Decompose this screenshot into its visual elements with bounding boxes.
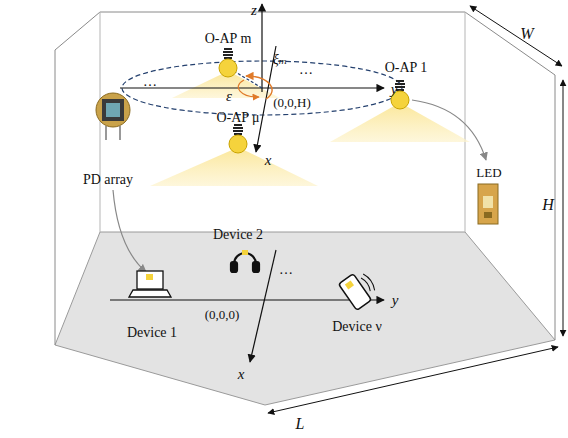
led-pad [484,212,492,218]
y-axis [120,87,384,88]
light-bulbs [219,48,409,153]
figure-label: ξₘ [273,53,288,67]
pd-array-photo [96,93,130,140]
headphone-icon [231,250,259,272]
light-cones [150,74,470,186]
photodiode [242,250,248,255]
lead [119,126,121,140]
phone-body [338,274,371,311]
figure-label: Device 2 [213,228,263,242]
back-corner-right [465,12,466,232]
figure-label: PD array [83,173,133,187]
laptop-screen [137,271,163,289]
lead [105,126,107,140]
figure-label: Device ν [332,320,381,334]
figure-label: x [238,367,245,382]
pointer-arrow [412,100,486,160]
angle-ray [232,70,262,88]
figure-label: y [392,293,399,308]
angle-arc [238,80,259,97]
laptop-icon [129,271,171,297]
walls-edge [55,12,555,345]
floor [55,232,555,405]
room-outline [55,12,555,405]
led-chip [483,196,493,208]
photodiode [146,274,153,280]
figure-label: O-AP μ [216,111,259,125]
angle-arc [246,76,272,99]
figure-label: z [251,3,257,18]
bulb [219,48,237,77]
vibration-marks [360,273,377,293]
figure-label: (0,0,0) [205,308,240,321]
pd-package [96,93,130,127]
figure-label: … [279,263,293,277]
length-dimension [268,347,558,413]
figure-label: x [265,153,272,168]
x-axis [250,250,276,362]
earcup [231,262,237,272]
width-dimension [470,6,562,66]
earcup [253,262,259,272]
figure-label: O-AP m [205,32,252,46]
figure-label: … [143,75,157,89]
light-cone [172,74,280,98]
phone-icon [338,268,380,311]
figure-label: LED [476,166,501,179]
figure-label: (0,0,H) [273,96,311,109]
light-cone [150,150,318,186]
pd-die [102,99,124,121]
bulb [391,80,409,109]
figure-label: L [296,416,305,432]
led-photo [478,184,498,224]
laptop-base [129,290,171,297]
led-board [478,184,498,224]
figure-label: W [520,26,533,42]
bulb [229,124,247,153]
pointer-arrow [113,190,146,272]
figure-label: O-AP 1 [385,61,428,75]
height-dimension [563,80,564,336]
figure-label: ε [226,89,232,104]
dimension-lines [268,6,563,413]
ceiling-axes [120,4,402,152]
photodiode [345,280,354,289]
floor-axes [110,250,384,362]
figure-label: y [391,82,398,97]
figure-label: … [299,63,313,77]
figure-label: Device 1 [127,326,177,340]
pd-sensor [106,103,120,117]
y-axis [110,299,384,300]
figure-label: H [542,197,554,213]
